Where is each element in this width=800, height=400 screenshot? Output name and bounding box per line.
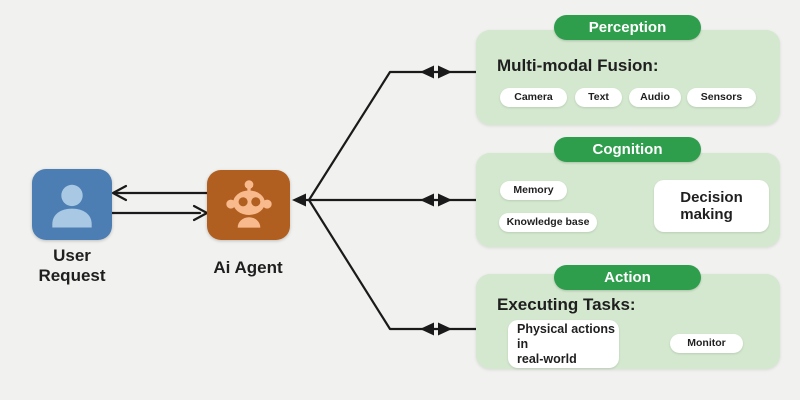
double-arrow-perception-right <box>438 65 452 79</box>
agent-label: Ai Agent <box>213 258 283 277</box>
chip-text: Text <box>575 88 622 107</box>
chip-sensors: Sensors <box>687 88 756 107</box>
robot-icon <box>225 180 272 228</box>
double-arrow-action-right <box>438 322 452 336</box>
perception-panel <box>476 30 780 125</box>
person-icon <box>52 184 92 227</box>
double-arrow-perception-left <box>420 65 434 79</box>
knowledge-base-chip: Knowledge base <box>499 213 597 232</box>
agent-node <box>207 170 290 240</box>
arrowhead-chevron-left <box>111 184 128 202</box>
double-arrow-cognition-left <box>420 193 434 207</box>
chip-audio: Audio <box>629 88 681 107</box>
chip-camera: Camera <box>500 88 567 107</box>
perception-heading: Multi-modal Fusion: <box>497 56 659 75</box>
arrow-hub-to-action <box>307 198 479 331</box>
physical-actions-box: Physical actions in real-world <box>508 320 619 368</box>
arrowhead-into-agent <box>292 193 306 207</box>
perception-title-pill: Perception <box>554 15 701 40</box>
monitor-chip: Monitor <box>670 334 743 353</box>
decision-making-box: Decision making <box>654 180 769 232</box>
cognition-title-pill: Cognition <box>554 137 701 162</box>
user-label: User Request <box>38 246 106 285</box>
action-title-pill: Action <box>554 265 701 290</box>
double-arrow-action-left <box>420 322 434 336</box>
user-node <box>32 169 112 240</box>
action-heading: Executing Tasks: <box>497 295 636 314</box>
memory-chip: Memory <box>500 181 567 200</box>
double-arrow-cognition-right <box>438 193 452 207</box>
arrow-hub-to-perception <box>307 70 479 202</box>
